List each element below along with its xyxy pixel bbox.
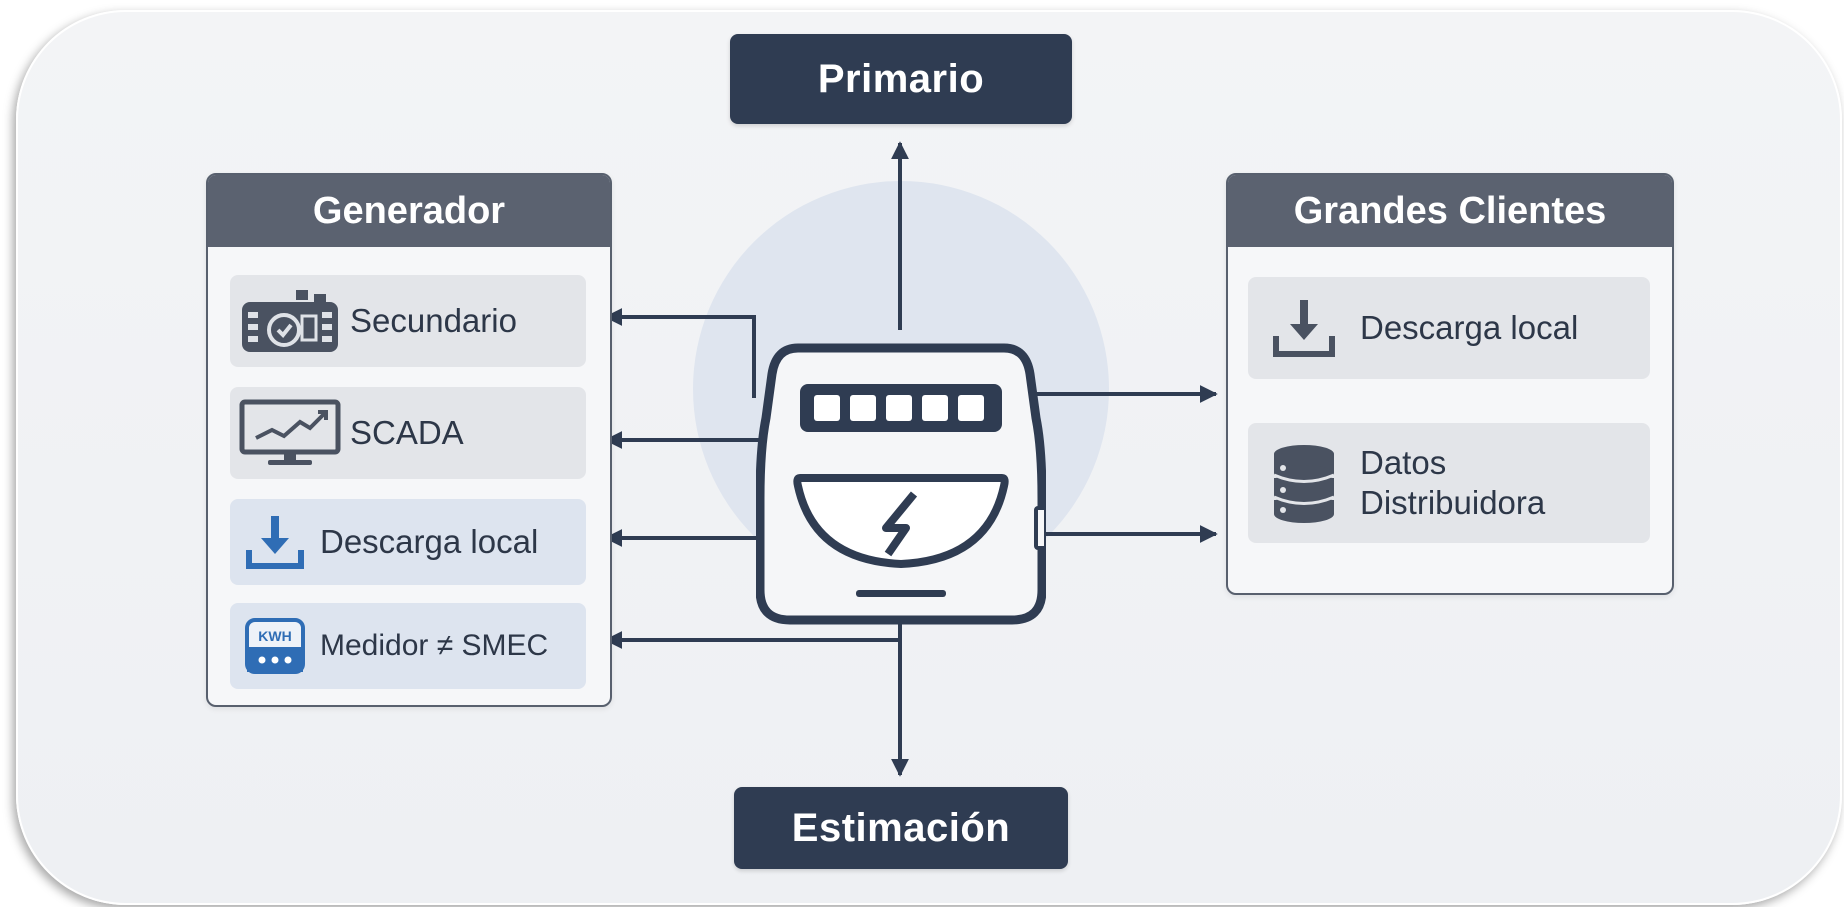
- list-item-scada: SCADA: [230, 387, 586, 479]
- medidor-label: Medidor ≠ SMEC: [320, 629, 549, 662]
- download-icon: [230, 512, 320, 572]
- list-item-medidor: KWH Medidor ≠ SMEC: [230, 603, 586, 689]
- scada-label: SCADA: [350, 414, 464, 451]
- datos-label-line2: Distribuidora: [1360, 484, 1546, 521]
- grandes-clientes-title: Grandes Clientes: [1228, 175, 1672, 247]
- generador-title: Generador: [208, 175, 610, 247]
- arrow-to-secundario: [604, 308, 756, 398]
- database-icon: [1248, 442, 1360, 524]
- list-item-descarga-local-right: Descarga local: [1248, 277, 1650, 379]
- diagram-canvas: Primario Estimación Generador: [16, 10, 1842, 905]
- estimacion-label: Estimación: [791, 805, 1011, 850]
- grandes-clientes-panel: Grandes Clientes Descarga local: [1226, 173, 1674, 595]
- arrow-to-medidor: [604, 630, 902, 649]
- datos-distribuidora-label: Datos Distribuidora: [1360, 443, 1545, 522]
- generador-panel: Generador Secundario: [206, 173, 612, 707]
- electric-meter-icon: [756, 343, 1046, 625]
- kwh-icon-text: KWH: [258, 628, 291, 644]
- datos-label-line1: Datos: [1360, 444, 1447, 482]
- download-icon: [1248, 296, 1360, 360]
- descarga-local-left-label: Descarga local: [320, 523, 539, 560]
- list-item-datos-distribuidora: Datos Distribuidora: [1248, 423, 1650, 543]
- meter-panel-icon: [230, 288, 350, 354]
- secundario-label: Secundario: [350, 302, 517, 339]
- primario-label: Primario: [817, 56, 985, 101]
- kwh-meter-icon: KWH: [230, 617, 320, 675]
- estimacion-node: Estimación: [734, 787, 1068, 869]
- descarga-local-right-label: Descarga local: [1360, 309, 1579, 346]
- monitor-chart-icon: [230, 398, 350, 468]
- list-item-secundario: Secundario: [230, 275, 586, 367]
- primario-node: Primario: [730, 34, 1072, 124]
- list-item-descarga-local-left: Descarga local: [230, 499, 586, 585]
